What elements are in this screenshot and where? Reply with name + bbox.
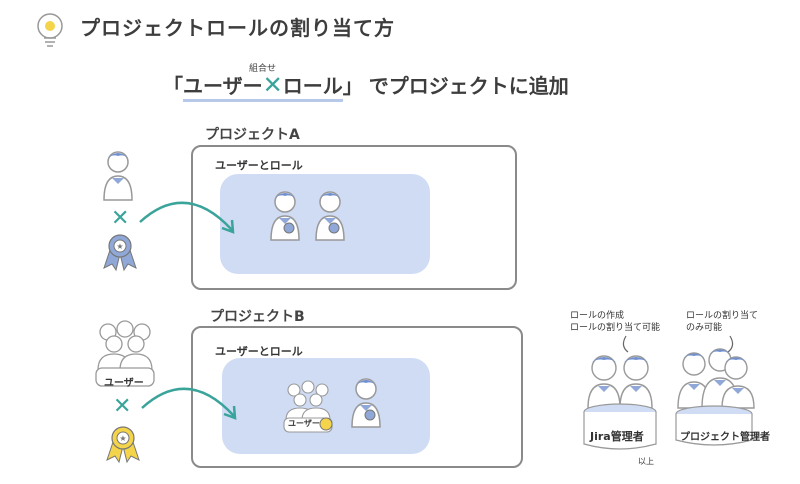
- user-icon: [103, 151, 133, 201]
- project-admin-note: ロールの割り当て のみ可能: [686, 310, 758, 334]
- user-with-role-icon: [270, 191, 300, 241]
- jira-admin-label: Jira管理者: [590, 430, 644, 443]
- cross-icon-a: ✕: [111, 206, 130, 231]
- cross-icon: ✕: [262, 71, 283, 99]
- user-group-with-role-icon: [283, 380, 333, 433]
- role-badge-gold-icon: ★: [106, 426, 140, 464]
- svg-text:★: ★: [116, 242, 123, 251]
- subtitle-role: ロール: [282, 74, 343, 98]
- project-b-label: プロジェクトB: [210, 309, 305, 325]
- project-a-inner-label: ユーザーとロール: [215, 159, 303, 172]
- page-title: プロジェクトロールの割り当て方: [80, 16, 395, 40]
- user-with-role-icon: [351, 378, 381, 428]
- annotation-combination: 組合せ: [249, 64, 277, 74]
- project-admin-icon: [675, 348, 755, 446]
- lightbulb-icon: [37, 13, 63, 47]
- assign-arrow-a: [139, 201, 235, 234]
- subtitle: 「ユーザー✕ロール」でプロジェクトに追加: [163, 70, 569, 102]
- assign-arrow-b: [141, 387, 237, 420]
- cross-icon-b: ✕: [113, 394, 132, 419]
- user-group-label-small: ユーザー: [288, 419, 320, 428]
- subtitle-user: ユーザー: [183, 74, 263, 98]
- project-b-inner-label: ユーザーとロール: [215, 345, 303, 358]
- svg-text:★: ★: [119, 434, 126, 443]
- subtitle-highlight: ユーザー✕ロール: [183, 71, 343, 102]
- user-group-label: ユーザー: [104, 378, 144, 389]
- note-pointer-lines: [622, 335, 734, 353]
- subtitle-close-bracket: 」: [342, 74, 363, 98]
- jira-admin-icon: [583, 355, 657, 450]
- project-admin-note-line1: ロールの割り当て: [686, 311, 759, 321]
- subtitle-open-bracket: 「: [163, 74, 183, 98]
- user-with-role-icon: [315, 191, 345, 241]
- project-a-frame: [191, 145, 517, 290]
- project-admin-label: プロジェクト管理者: [680, 432, 770, 443]
- project-b-user-role-area: [222, 358, 430, 454]
- project-b-frame: [191, 326, 523, 468]
- jira-admin-note: ロールの作成 ロールの割り当て可能: [570, 310, 660, 334]
- jira-admin-note-line2: ロールの割り当て可能: [570, 323, 661, 333]
- role-badge-blue-icon: ★: [103, 234, 137, 272]
- project-a-label: プロジェクトA: [205, 127, 300, 143]
- project-admin-note-line2: のみ可能: [686, 323, 723, 333]
- user-group-icon: [95, 320, 155, 387]
- jira-admin-note-line1: ロールの作成: [570, 311, 625, 321]
- subtitle-rest: でプロジェクトに追加: [368, 74, 569, 98]
- jira-admin-sub-label: 以上: [638, 457, 654, 466]
